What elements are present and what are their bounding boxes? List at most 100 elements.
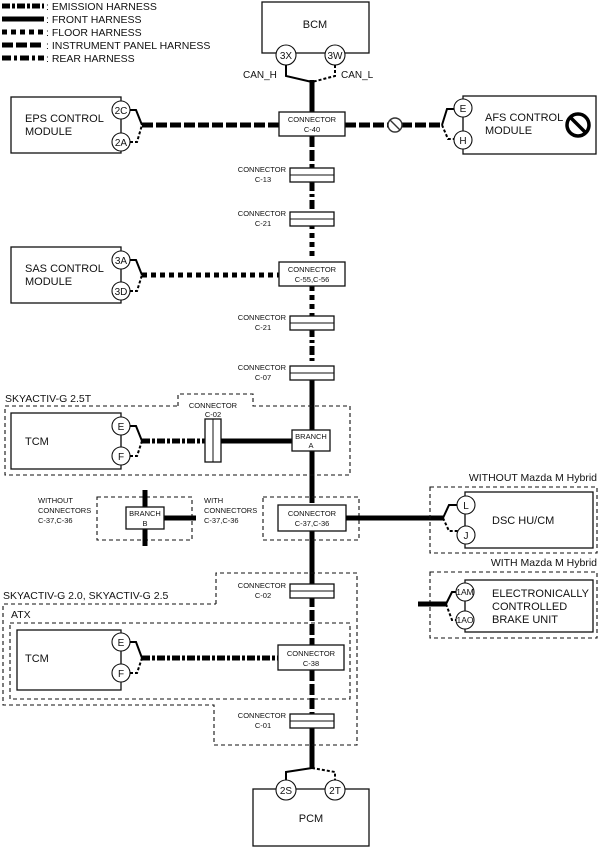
svg-text:F: F [118,452,124,463]
svg-text:CONNECTOR: CONNECTOR [288,509,337,518]
svg-text:C-38: C-38 [303,659,319,668]
svg-text:C-40: C-40 [304,125,320,134]
section-atx-label: ATX [11,609,31,621]
legend: : EMISSION HARNESS : FRONT HARNESS : FLO… [2,1,210,65]
svg-text:B: B [142,519,147,528]
legend-floor-label: : FLOOR HARNESS [46,27,142,39]
pcm-module[interactable]: 2S 2T PCM [252,767,370,847]
svg-text:C-37,C-36: C-37,C-36 [38,516,73,525]
pcm-box[interactable] [252,788,370,847]
svg-text:C-02: C-02 [205,410,221,419]
afs-pin-h [453,130,473,150]
svg-text:3A: 3A [115,256,128,267]
svg-text:C-55,C-56: C-55,C-56 [295,275,330,284]
connector-c55-c56[interactable]: CONNECTOR C-55,C-56 [278,261,346,287]
connector-c21-lower[interactable]: CONNECTOR C-21 [238,313,335,332]
svg-text:2T: 2T [329,786,341,797]
svg-text:EPS CONTROL: EPS CONTROL [25,113,104,125]
bcm-box[interactable] [261,1,370,54]
legend-emission-label: : EMISSION HARNESS [46,1,157,13]
svg-text:C-13: C-13 [255,175,271,184]
section-skyactiv-25t-label: SKYACTIV-G 2.5T [5,393,92,405]
section-skyactiv-20-25-label: SKYACTIV-G 2.0, SKYACTIV-G 2.5 [3,590,168,602]
legend-front-label: : FRONT HARNESS [46,14,141,26]
sas-module[interactable]: SAS CONTROL MODULE 3A 3D [10,246,279,304]
svg-text:CONNECTOR: CONNECTOR [288,115,337,124]
can-l-label: CAN_L [341,70,374,81]
svg-text:CONNECTOR: CONNECTOR [238,165,287,174]
dsc-pin-j [456,525,476,545]
svg-text:3W: 3W [328,51,344,62]
section-skyactiv-25t: SKYACTIV-G 2.5T TCM E F CONNECTOR C-02 [4,393,351,476]
tcm-25t-label: TCM [25,436,49,448]
svg-text:C-01: C-01 [255,721,271,730]
bcm-module[interactable]: BCM 3X 3W CAN_H CAN_L [243,1,374,83]
ecbu-pin-1am [455,582,475,602]
section-skyactiv-20-25: SKYACTIV-G 2.0, SKYACTIV-G 2.5 CONNECTOR… [2,572,358,746]
dsc-module[interactable]: WITHOUT Mazda M Hybrid L J DSC HU/CM [429,472,598,554]
afs-module[interactable]: E H AFS CONTROL MODULE [345,95,597,155]
pcm-pin-2s [275,779,297,801]
can-h-label: CAN_H [243,70,277,81]
dsc-label: DSC HU/CM [492,515,554,527]
svg-text:F: F [118,669,124,680]
svg-text:C-21: C-21 [255,323,271,332]
svg-text:2A: 2A [115,138,128,149]
eps-module[interactable]: EPS CONTROL MODULE 2C 2A [10,96,279,154]
ecbu-module[interactable]: WITH Mazda M Hybrid 1AM 1AO ELECTRONICAL… [418,557,598,639]
bcm-label: BCM [303,19,327,31]
sas-box[interactable] [10,246,122,304]
svg-text:E: E [460,104,467,115]
svg-text:H: H [459,136,466,147]
svg-text:L: L [463,501,469,512]
dsc-pin-l [456,495,476,515]
connector-c37-c36[interactable]: CONNECTOR C-37,C-36 [277,504,347,532]
connector-c02-lower[interactable]: CONNECTOR C-02 [238,581,335,600]
branch-a[interactable]: BRANCH A [291,429,331,452]
tcm-atx-label: TCM [25,653,49,665]
svg-text:CONNECTOR: CONNECTOR [287,649,336,658]
branch-b[interactable]: BRANCH B [125,506,165,530]
connector-c13[interactable]: CONNECTOR C-13 [238,165,335,184]
svg-text:CONNECTOR: CONNECTOR [189,401,238,410]
svg-text:E: E [118,638,125,649]
svg-text:C-02: C-02 [255,591,271,600]
svg-text:BRANCH: BRANCH [129,509,161,518]
with-hybrid-label: WITH Mazda M Hybrid [491,557,597,569]
section-without-connectors: WITHOUT CONNECTORS C-37,C-36 BRANCH B WI… [38,490,360,546]
connector-c07[interactable]: CONNECTOR C-07 [238,363,335,382]
svg-text:MODULE: MODULE [25,276,72,288]
svg-text:C-37,C-36: C-37,C-36 [295,519,330,528]
connector-c02-upper[interactable]: CONNECTOR C-02 [189,401,238,463]
svg-text:MODULE: MODULE [25,126,72,138]
without-hybrid-label: WITHOUT Mazda M Hybrid [469,472,597,484]
eps-box[interactable] [10,96,122,154]
connector-c01[interactable]: CONNECTOR C-01 [238,711,335,730]
svg-text:CONNECTOR: CONNECTOR [238,581,287,590]
connector-c38[interactable]: CONNECTOR C-38 [277,644,345,671]
dsc-box[interactable] [464,491,594,549]
svg-text:CONNECTOR: CONNECTOR [288,265,337,274]
svg-text:3X: 3X [280,51,293,62]
svg-text:1AM: 1AM [456,587,473,597]
pcm-pin-2t [324,779,346,801]
svg-text:CONNECTORS: CONNECTORS [204,506,257,515]
svg-text:3D: 3D [115,287,128,298]
afs-pin-e [453,98,473,118]
svg-text:WITH: WITH [204,496,223,505]
svg-text:CONNECTOR: CONNECTOR [238,313,287,322]
svg-text:CONNECTOR: CONNECTOR [238,711,287,720]
svg-text:CONNECTORS: CONNECTORS [38,506,91,515]
svg-text:MODULE: MODULE [485,125,532,137]
connector-c21-upper[interactable]: CONNECTOR C-21 [238,209,335,228]
svg-text:C-21: C-21 [255,219,271,228]
svg-text:BRAKE UNIT: BRAKE UNIT [492,614,558,626]
afs-prohibited-icon [565,112,591,138]
svg-text:AFS CONTROL: AFS CONTROL [485,112,563,124]
connector-c40[interactable]: CONNECTOR C-40 [278,111,346,137]
svg-text:J: J [464,531,469,542]
tcm-25t-box[interactable] [10,412,122,470]
ecbu-box[interactable] [464,579,594,633]
svg-text:WITHOUT: WITHOUT [38,496,73,505]
svg-text:C-07: C-07 [255,373,271,382]
